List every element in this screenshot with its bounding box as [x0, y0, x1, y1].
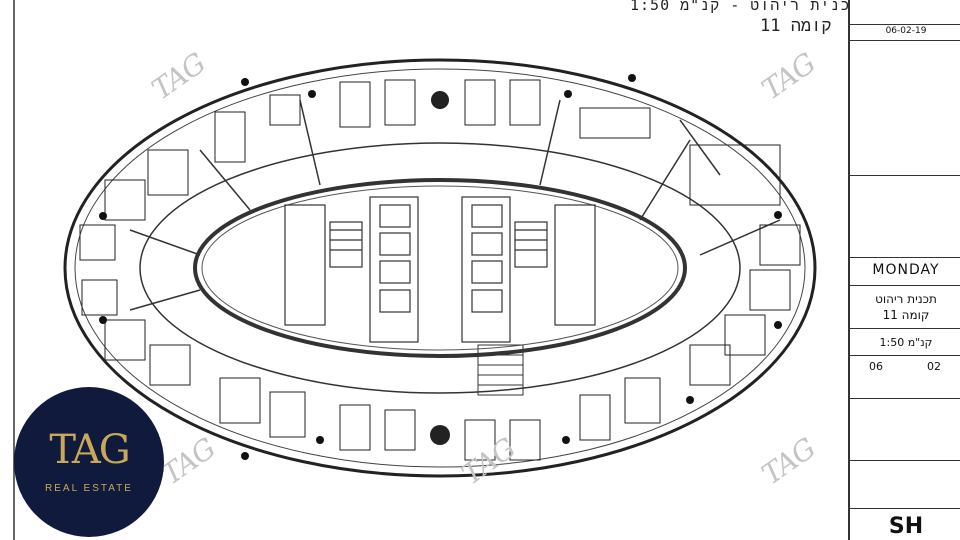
- plan-name: MONDAY: [872, 262, 940, 278]
- columns: [99, 74, 782, 460]
- plan-title: תכנית ריהוט - קנ"מ 1:50: [630, 0, 861, 14]
- desk-clusters: [79, 79, 801, 461]
- core-ring: [193, 178, 687, 358]
- floor-title: קומה 11: [760, 16, 832, 36]
- plan-floor: קומה 11: [882, 308, 930, 322]
- plan-type: תכנית ריהוט: [875, 292, 937, 306]
- date-label: 06-02-19: [885, 26, 927, 36]
- logo-mark: TAG: [49, 427, 130, 473]
- plants: [430, 91, 450, 445]
- title-block: 06-02-19 MONDAY תכנית ריהוט קומה 11 קנ"מ…: [848, 0, 960, 540]
- scale-label: קנ"מ 1:50: [879, 336, 933, 349]
- outer-facade: [63, 58, 817, 478]
- core-elevators: [284, 196, 596, 343]
- tag-real-estate-logo: TAG REAL ESTATE: [14, 387, 164, 537]
- sheet-right: 02: [927, 360, 941, 373]
- architect-logo: SH: [888, 514, 924, 539]
- logo-caption: REAL ESTATE: [45, 483, 133, 494]
- sheet-left: 06: [869, 360, 883, 373]
- floor-plan-drawing: [13, 0, 817, 540]
